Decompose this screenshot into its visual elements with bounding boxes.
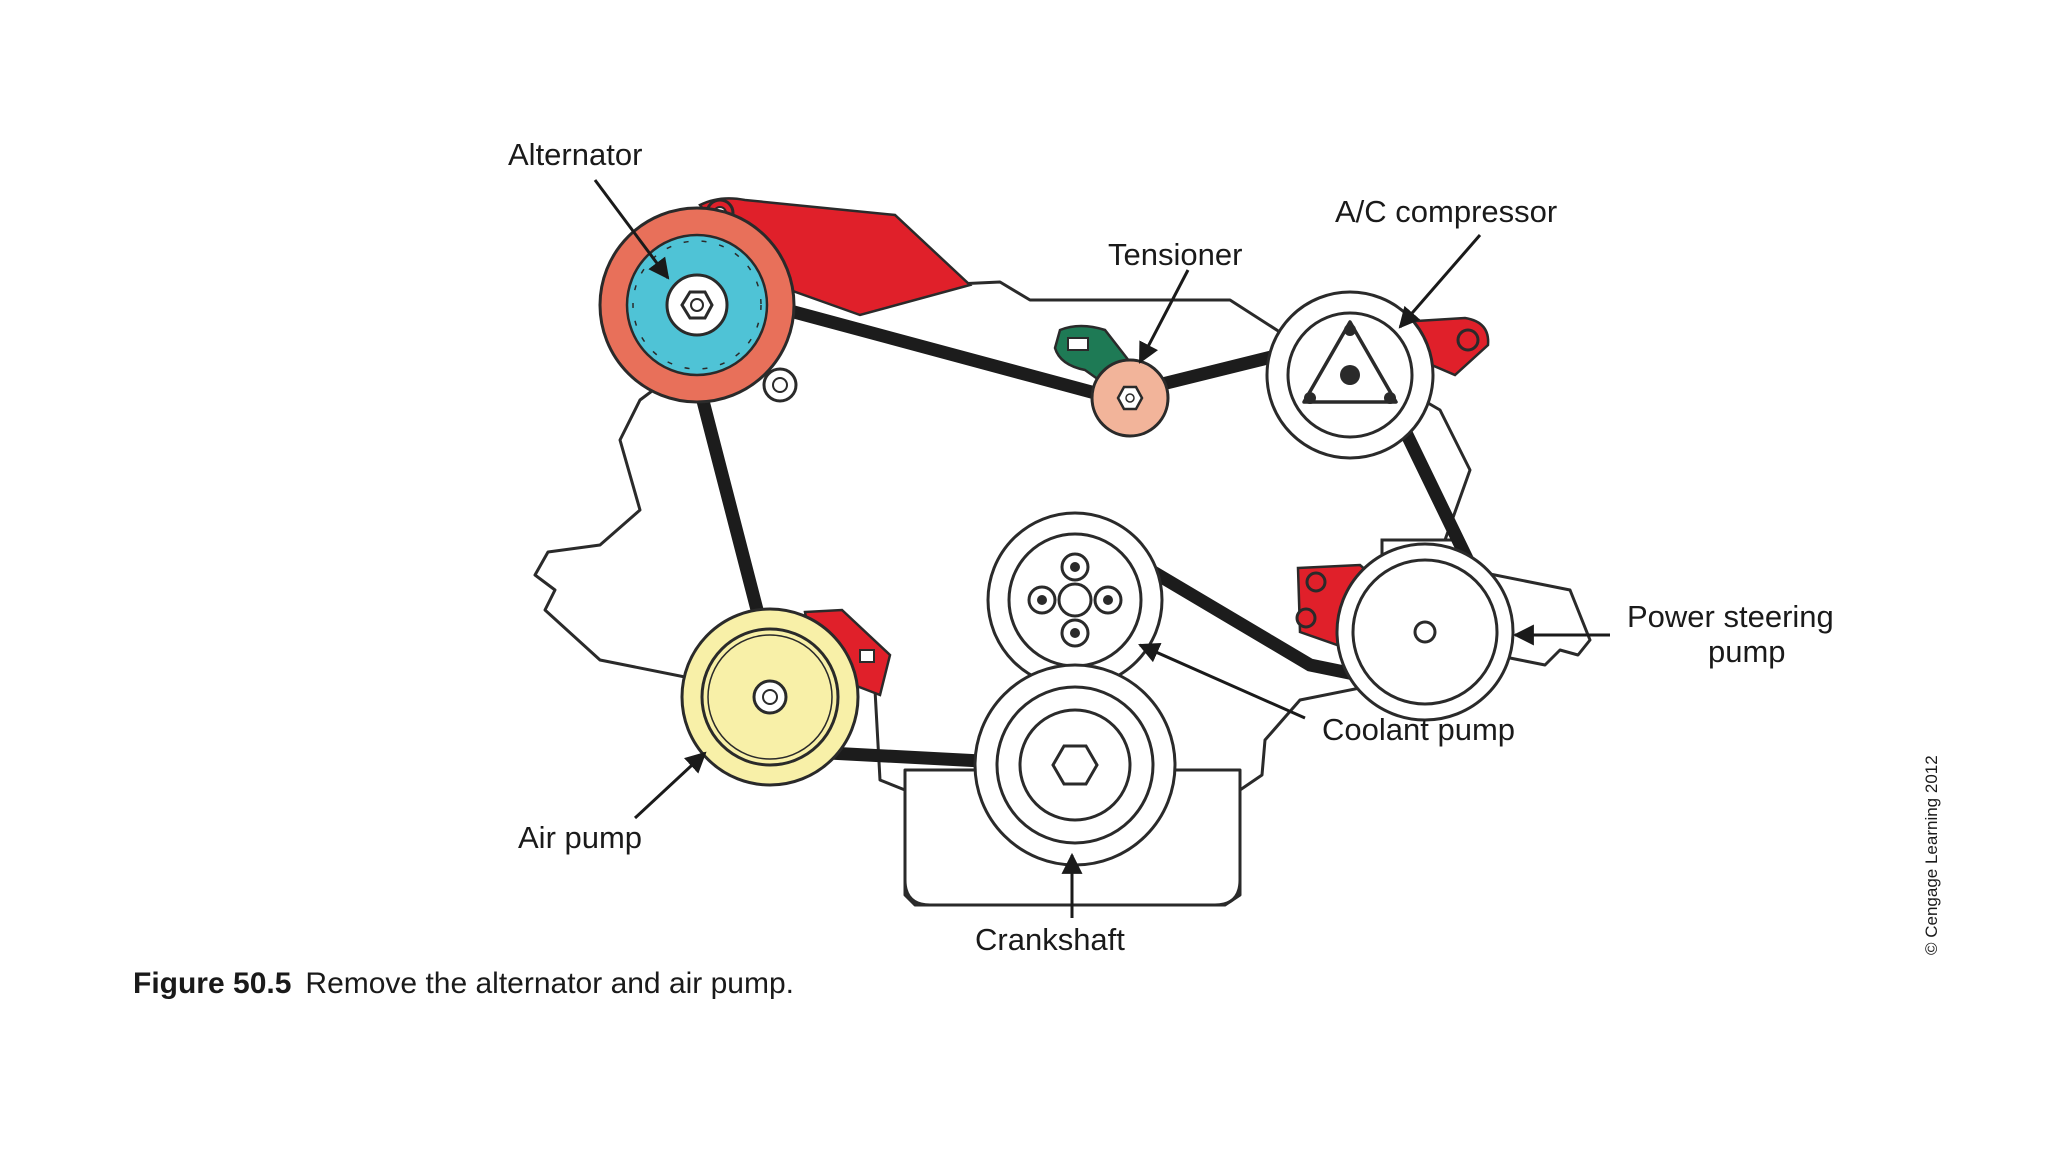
alternator-pulley <box>598 206 796 404</box>
label-crankshaft: Crankshaft <box>975 922 1125 957</box>
crankshaft-pulley <box>973 663 1177 867</box>
tensioner-arrow <box>1138 269 1190 364</box>
air-pump-arrow <box>633 751 707 820</box>
engine-block-outline <box>533 280 1592 907</box>
air-pump-pulley <box>680 607 860 787</box>
label-power-steering-2: pump <box>1708 634 1786 669</box>
ac-compressor-arrow <box>1398 234 1482 329</box>
figure-text: Remove the alternator and air pump. <box>305 967 794 1000</box>
label-power-steering-1: Power steering <box>1627 599 1834 634</box>
figure-caption: Figure 50.5 Remove the alternator and air… <box>133 967 794 1000</box>
label-air-pump: Air pump <box>518 820 642 855</box>
label-ac-compressor: A/C compressor <box>1335 194 1557 229</box>
alternator-bracket <box>698 197 973 317</box>
label-alternator: Alternator <box>508 137 642 172</box>
figure-number: Figure 50.5 <box>133 967 291 1000</box>
ac-compressor-pulley <box>1265 290 1435 460</box>
copyright-notice: © Cengage Learning 2012 <box>1922 755 1941 955</box>
tensioner <box>1053 324 1170 438</box>
label-coolant-pump: Coolant pump <box>1322 712 1515 747</box>
coolant-pump-arrow <box>1138 643 1306 720</box>
coolant-pump-pulley <box>986 511 1164 689</box>
power-steering-pump-pulley <box>1335 542 1515 722</box>
label-tensioner: Tensioner <box>1108 237 1242 272</box>
oil-pan-outline <box>903 768 1242 907</box>
alternator-arrow <box>593 179 670 280</box>
